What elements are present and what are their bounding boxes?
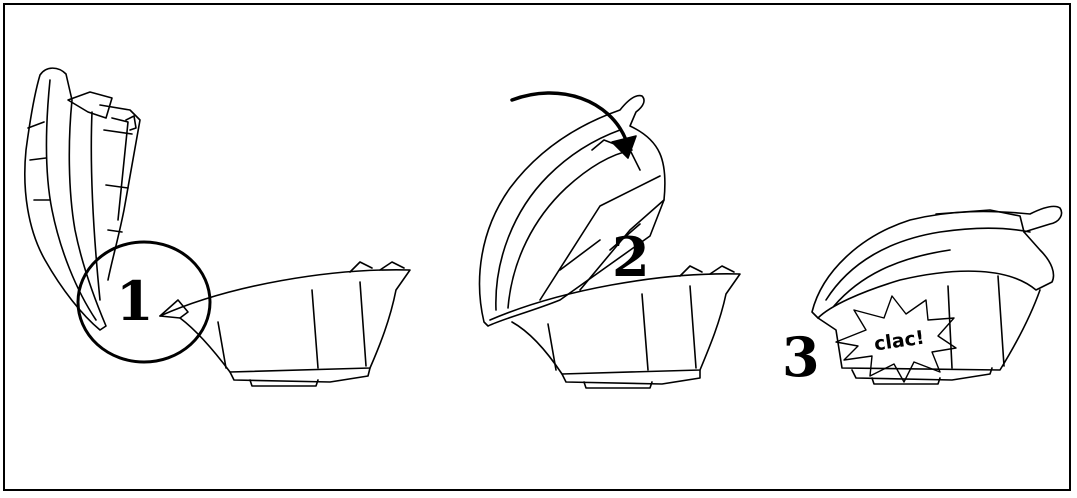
diagram-frame	[3, 3, 1071, 491]
step2-lid-closing	[478, 94, 666, 327]
step2-rotation-arrow	[510, 91, 637, 159]
step-number-2: 2	[612, 225, 650, 289]
clac-burst	[835, 295, 957, 383]
step1-bowl	[159, 261, 411, 387]
step3-closed-assembly	[811, 205, 1063, 385]
step2-bowl	[489, 265, 741, 389]
step1-hinge-highlight-circle	[76, 240, 212, 364]
step-number-1: 1	[116, 269, 154, 333]
step-number-3: 3	[782, 325, 820, 389]
